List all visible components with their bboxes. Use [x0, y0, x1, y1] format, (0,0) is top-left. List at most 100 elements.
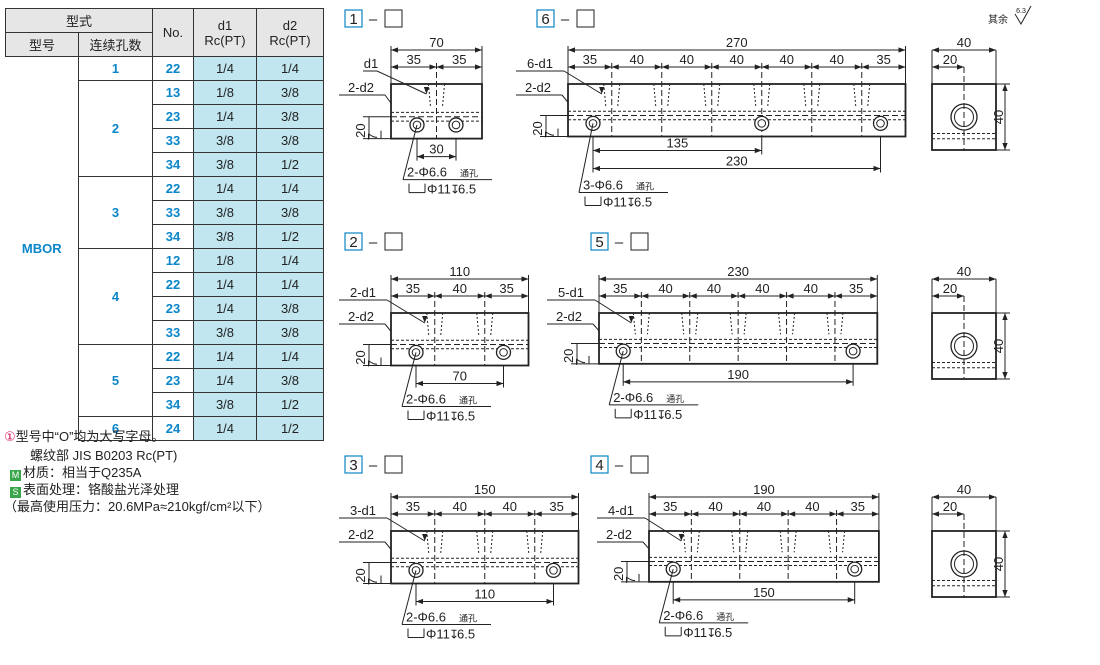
- arrow-head: [739, 511, 747, 517]
- drawing-3-h2-label: 7: [365, 578, 380, 585]
- drawing-6-h2-label: 7: [542, 131, 557, 138]
- drawing-2-mount-label: 70: [453, 369, 467, 384]
- drawing-6-pitch-label: 40: [730, 52, 744, 67]
- drawing-5-num: 5: [595, 234, 603, 251]
- arrow-head: [1002, 313, 1008, 320]
- material-icon: M: [10, 470, 21, 481]
- drawing-2-mount-hole: [495, 344, 512, 361]
- drawing-5-port-hidden: [632, 312, 636, 335]
- drawing-4-mount-label: 150: [753, 585, 775, 600]
- drawing-5-thru-label: 通孔: [666, 394, 684, 404]
- drawing-5-pitch-label: 40: [707, 281, 721, 296]
- drawing-6-mount-hole-inner: [757, 119, 767, 128]
- drawing-6-depth-icon: ↧: [626, 196, 636, 210]
- drawing-5-leader: [608, 350, 624, 405]
- drawing-3-ports-label: 3-d1: [350, 503, 376, 518]
- no-cell: 13: [152, 80, 194, 105]
- arrow-head: [593, 147, 600, 154]
- no-cell: 12: [152, 248, 194, 273]
- d1-cell: 1/4: [193, 416, 257, 441]
- arrow-head: [871, 511, 879, 517]
- drawing-4-h2-label: 7: [623, 576, 638, 583]
- no-cell: 24: [152, 416, 194, 441]
- drawing-5-leader: [592, 323, 600, 332]
- drawing-5-mount-hole: [845, 343, 861, 359]
- arrow-head: [599, 276, 606, 282]
- drawing-2-holes-label: 2-Φ6.6: [406, 392, 446, 407]
- drawing-1-leader: [376, 70, 427, 95]
- arrow-head: [429, 64, 437, 70]
- drawing-6-total-label: 270: [726, 35, 748, 50]
- drawing-2-mount-hole-inner: [411, 348, 421, 357]
- holes-cell: 5: [78, 344, 153, 417]
- drawing-4-body: [648, 530, 880, 583]
- drawing-1-pitch-label: 35: [407, 52, 421, 67]
- drawing-3-mount-label: 110: [474, 587, 495, 602]
- drawing-5-port-hidden: [681, 312, 685, 335]
- d1-cell: 3/8: [193, 392, 257, 417]
- arrow-head: [846, 379, 854, 385]
- drawing-6-pitch-label: 40: [830, 52, 844, 67]
- drawing-6-side-label: 2-d2: [525, 80, 551, 95]
- arrow-head: [434, 511, 442, 517]
- drawing-4-leader: [642, 541, 650, 550]
- drawing-2-pitch-label: 35: [499, 281, 513, 296]
- side-view-2-h-label: 40: [991, 339, 1006, 353]
- d2-cell: 1/2: [256, 392, 324, 417]
- side-view-2-port-inner: [954, 336, 974, 356]
- arrow-head: [1002, 143, 1008, 150]
- drawing-1-mount-hole-inner: [412, 120, 422, 130]
- d2-cell: 1/4: [256, 272, 324, 297]
- arrow-head: [834, 293, 842, 299]
- arrow-head: [873, 165, 881, 172]
- arrow-head: [989, 494, 996, 500]
- note-thread: 螺纹部 JIS B0203 Rc(PT): [30, 448, 178, 463]
- holes-cell: 3: [78, 176, 153, 249]
- drawing-2-leader: [401, 352, 417, 407]
- drawing-2-leader: [386, 299, 426, 324]
- d2-cell: 1/2: [256, 152, 324, 177]
- side-view-3-port: [950, 550, 978, 578]
- drawing-5-depth-label: 6.5: [664, 407, 682, 422]
- drawing-4-port-hidden: [731, 530, 735, 553]
- arrow-head: [496, 380, 504, 387]
- drawing-5-port-hidden: [729, 312, 733, 335]
- drawing-1-mount-hole: [448, 117, 464, 133]
- arrow-head: [571, 511, 579, 517]
- drawing-1-depth-icon: ↧: [450, 183, 460, 197]
- side-view-3-off-label: 20: [943, 499, 957, 514]
- drawing-3-depth-label: 6.5: [457, 627, 475, 642]
- drawing-2-total-label: 110: [449, 264, 470, 279]
- side-view-3-w-label: 40: [957, 482, 971, 497]
- arrow-head: [649, 511, 656, 517]
- d1-cell: 3/8: [193, 200, 257, 225]
- holes-cell: 6: [78, 416, 153, 441]
- drawing-3-holes-label: 2-Φ6.6: [406, 610, 446, 625]
- drawing-6-body: [567, 83, 907, 138]
- drawing-1-leader: [402, 124, 418, 180]
- arrow-head: [571, 494, 579, 500]
- drawing-6-leader: [578, 123, 594, 193]
- arrow-head: [1002, 531, 1008, 538]
- drawing-2-ports-label: 2-d1: [350, 285, 376, 300]
- drawing-3-num-box: [344, 455, 363, 474]
- arrow-head: [436, 64, 444, 70]
- drawing-6-mount-hole: [754, 115, 770, 132]
- drawing-4-port-hidden: [828, 530, 832, 553]
- arrow-head: [847, 597, 855, 603]
- d2-cell: 3/8: [256, 80, 324, 105]
- drawing-5-port-hidden: [792, 312, 796, 335]
- arrow-head: [932, 276, 939, 282]
- arrow-head: [684, 511, 692, 517]
- arrow-head: [391, 293, 398, 299]
- arrow-head: [754, 147, 762, 154]
- arrow-head: [932, 494, 939, 500]
- drawing-1-ports-label: d1: [364, 56, 378, 71]
- side-view-3-port-inner: [954, 554, 974, 574]
